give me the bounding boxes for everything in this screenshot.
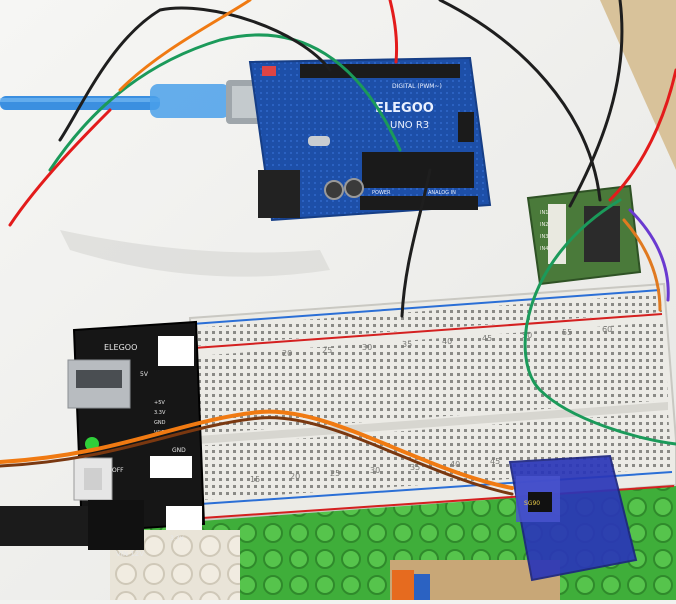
breadboard-column-number: 60 [602, 325, 612, 334]
switch-off-label: OFF [112, 467, 124, 474]
breadboard-column-number: 30 [362, 343, 372, 352]
arduino-analog-label: ANALOG IN [428, 190, 456, 196]
breadboard-lower-number: 25 [330, 469, 340, 478]
arduino-model: UNO R3 [390, 120, 429, 131]
digital-header [300, 64, 460, 78]
breadboard-lower-number: 30 [370, 466, 380, 475]
vin-label: VIN 12V [116, 550, 144, 558]
red-wire-left [8, 108, 112, 227]
icsp-header [458, 112, 474, 142]
black-wire-top [568, 0, 624, 208]
red-wire [608, 68, 676, 202]
breadboard-column-number: 55 [562, 328, 572, 337]
power-supply-module: ELEGOO 5V GND 3.3V VIN 12V OFF +5V 3.3V … [0, 320, 206, 558]
jumper-5v [158, 336, 194, 366]
breadboard-column-number: 45 [482, 334, 492, 343]
capacitor [324, 180, 344, 200]
dc-jack [258, 170, 300, 218]
black-wire-breadboard [400, 168, 432, 318]
breadboard-column-number: 20 [282, 349, 292, 358]
rail-label: GND [154, 420, 166, 426]
stepper-driver-board: IN1 IN2 IN3 IN4 [526, 184, 642, 286]
driver-pin-label: IN4 [540, 246, 548, 252]
orange-wire [0, 409, 514, 490]
breadboard-column-number: 50 [522, 331, 532, 340]
green-wire [48, 33, 402, 172]
crystal [308, 136, 330, 146]
microcontroller-chip [362, 152, 474, 188]
breadboard-lower-number: 45 [490, 457, 500, 466]
arduino-brand: ELEGOO [375, 101, 434, 116]
blue-piece [414, 574, 430, 600]
rail-label: +5V [154, 400, 165, 406]
jumper-wires [0, 0, 676, 496]
power-analog-header [360, 196, 478, 210]
orange-wire-driver [622, 218, 662, 312]
arduino-board: ELEGOO UNO R3 DIGITAL (PWM~) POWER ANALO… [248, 56, 492, 222]
black-wire [58, 6, 332, 142]
jumper-33v-label: 3.3V [170, 535, 185, 542]
brown-wire [0, 416, 514, 496]
module-brand: ELEGOO [104, 343, 137, 352]
rail-label: 3.3V [154, 410, 166, 416]
orange-piece [392, 570, 414, 600]
capacitor [344, 178, 364, 198]
driver-pin-label: IN3 [540, 234, 548, 240]
gnd-header [150, 456, 192, 478]
driver-pin-label: IN2 [540, 222, 548, 228]
green-wire-right [523, 198, 676, 446]
breadboard-column-number: 35 [402, 340, 412, 349]
breadboard-column-number: 40 [442, 337, 452, 346]
arduino-power-label: POWER [372, 190, 391, 196]
cable-shadow [60, 230, 330, 277]
jumper-5v-label: 5V [140, 371, 149, 378]
black-wire-top2 [438, 0, 602, 202]
arduino-digital-label: DIGITAL (PWM~) [392, 83, 442, 90]
gnd-label: GND [172, 447, 186, 454]
purple-wire [628, 208, 670, 302]
dc-barrel-plug [0, 506, 90, 546]
breadboard-column-number: 25 [322, 346, 332, 355]
breadboard-lower-number: 40 [450, 460, 460, 469]
breadboard-lower-number: 20 [290, 472, 300, 481]
cardboard-bottom [390, 560, 560, 600]
reset-button [262, 66, 276, 76]
servo-label: SG90 [524, 500, 540, 507]
orange-wire-top [118, 0, 252, 92]
breadboard-lower-number: 35 [410, 463, 420, 472]
servo-motor: SG90 [508, 454, 638, 582]
breadboard-lower-number: 15 [250, 475, 260, 484]
jumper-33v [166, 506, 202, 530]
red-wire-top [388, 0, 399, 64]
driver-pin-label: IN1 [540, 210, 548, 216]
